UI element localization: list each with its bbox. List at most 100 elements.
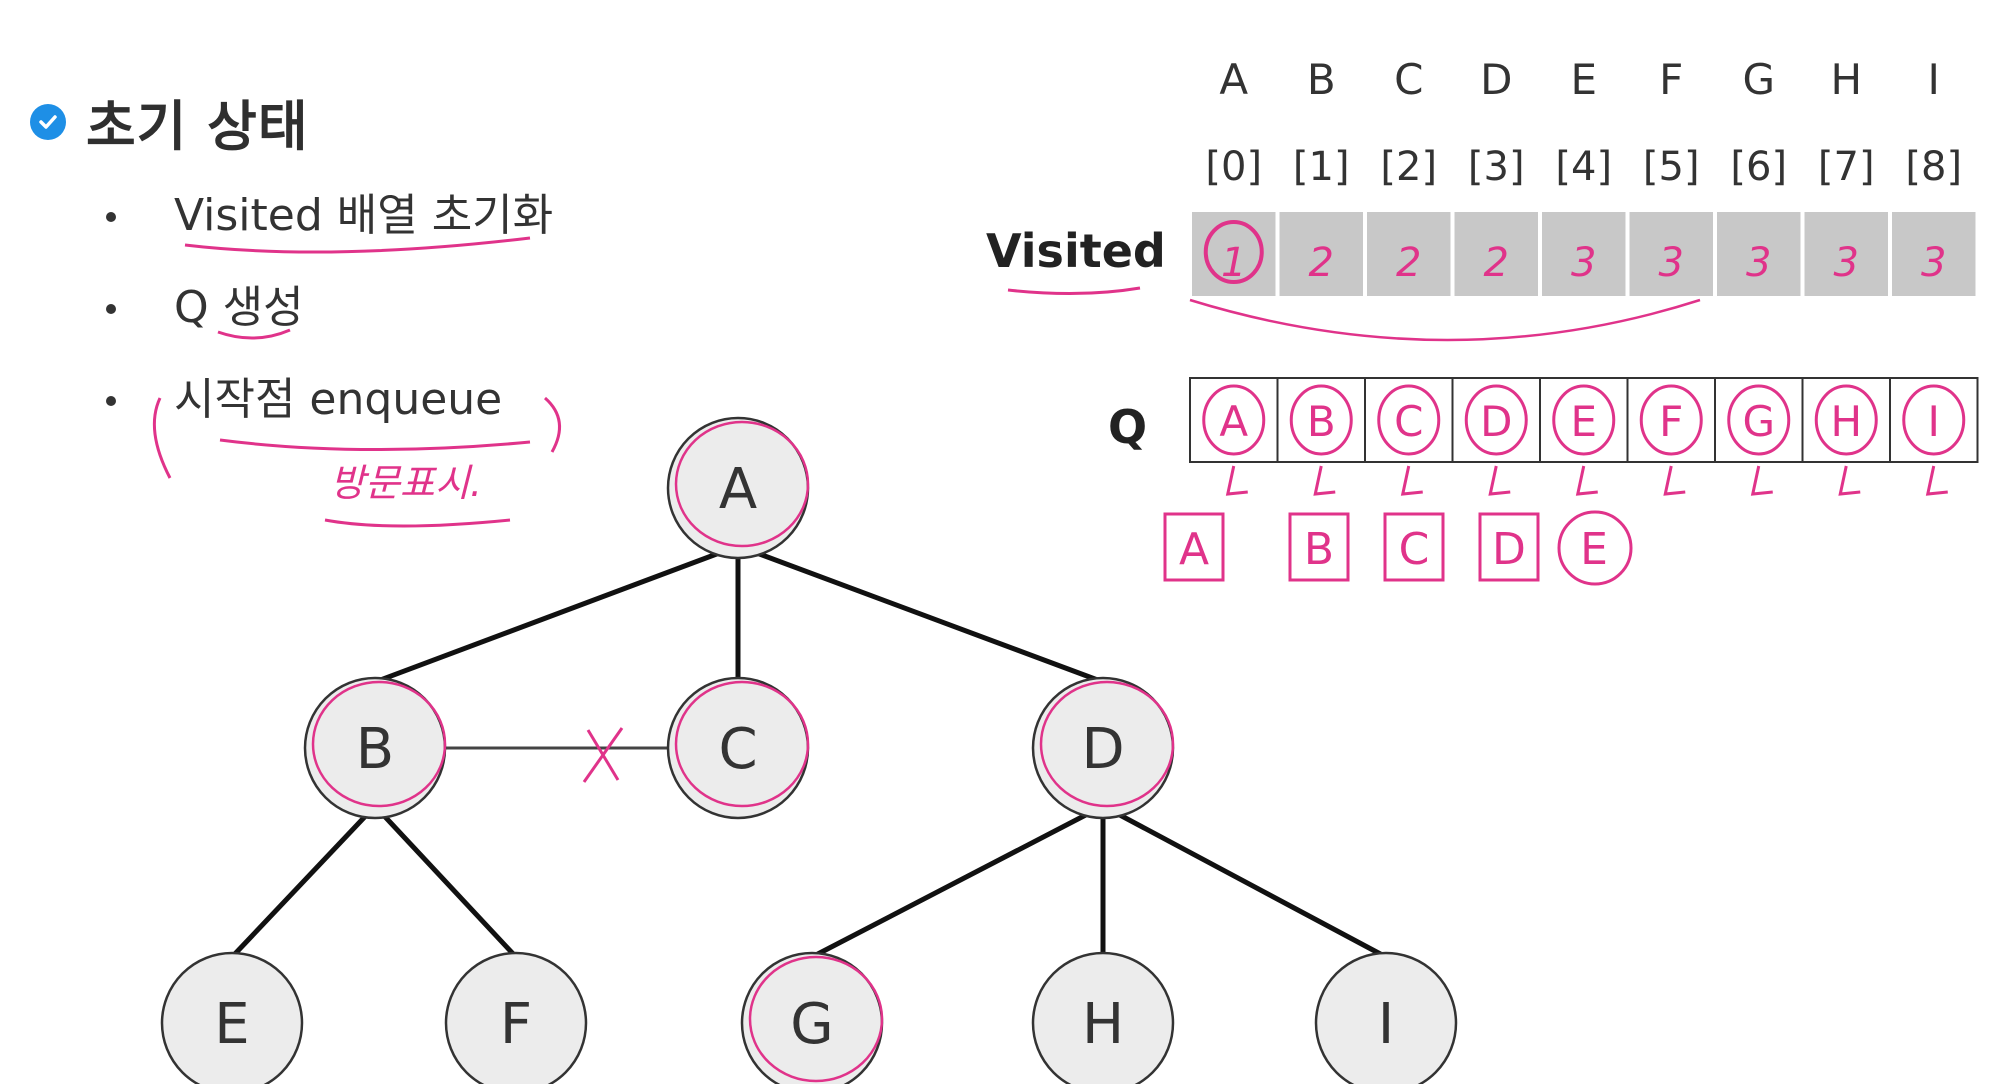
queue-cell [1801, 377, 1891, 463]
tree-edges [230, 543, 1388, 960]
tree-node-label: F [500, 992, 532, 1057]
dequeued-box [1288, 512, 1350, 582]
dequeue-arrow-icon [1838, 465, 1861, 496]
dequeued-letter: E [1580, 524, 1608, 575]
tree-node-label: I [1378, 992, 1395, 1057]
dequeued-circle-mark [1557, 510, 1633, 586]
dequeue-arrow-icon [1575, 465, 1598, 496]
bullet-item: Visited 배열 초기화 [106, 186, 553, 278]
visited-mark: 3 [1659, 240, 1684, 286]
visited-cell [1629, 212, 1713, 296]
visited-cell [1542, 212, 1626, 296]
visited-curve-mark [1189, 298, 1701, 342]
dequeue-arrow-icon [1313, 465, 1336, 496]
column-index: [7] [1818, 144, 1875, 190]
queue-cell [1189, 377, 1279, 463]
column-letter: I [1928, 55, 1940, 104]
bullet-dot [106, 304, 116, 314]
dequeued-letter: C [1399, 524, 1430, 575]
tree-edge [1101, 803, 1388, 960]
queue-cell [1889, 377, 1979, 463]
tree-node-label: G [790, 992, 833, 1057]
dequeued-box [1478, 512, 1540, 582]
tree-node-label: D [1081, 717, 1124, 782]
visited-mark: 3 [1921, 240, 1946, 286]
visited-cell [1454, 212, 1538, 296]
tree-node [1031, 951, 1175, 1084]
bullet-item: 시작점 enqueue [106, 370, 553, 462]
queue-cell [1451, 377, 1541, 463]
bullet-dot [106, 396, 116, 406]
visited-cell [1279, 212, 1363, 296]
dequeue-arrow-icon [1225, 465, 1248, 496]
column-letter: E [1570, 55, 1597, 104]
dequeue-arrow-icon [1488, 465, 1511, 496]
column-letter: A [1219, 55, 1248, 104]
tree-node [666, 416, 810, 560]
queue-mark: C [1394, 397, 1423, 446]
queue-cell [1714, 377, 1804, 463]
visited-underline [1007, 286, 1141, 296]
queue-circle-mark [1814, 384, 1878, 456]
queue-mark: I [1928, 397, 1940, 446]
queue-cell [1276, 377, 1366, 463]
column-index: [6] [1730, 144, 1787, 190]
queue-circle-mark [1377, 384, 1441, 456]
bullet-dot [106, 212, 116, 222]
tree-edge [737, 543, 1104, 685]
column-index: [3] [1468, 144, 1525, 190]
queue-mark: B [1307, 397, 1336, 446]
tree-node [666, 676, 810, 820]
visited-mark: 2 [1484, 240, 1509, 286]
column-letter: D [1480, 55, 1512, 104]
bullet-text: 시작점 enqueue [174, 374, 503, 425]
visited-cell [1367, 212, 1451, 296]
heading: 초기 상태 [30, 82, 309, 161]
tree-node [444, 951, 588, 1084]
edge-cross-mark [582, 727, 624, 783]
queue-circle-mark [1902, 384, 1966, 456]
dequeue-arrow-icon [1925, 465, 1948, 496]
dequeue-arrow-icon [1663, 465, 1686, 496]
visited-mark: 3 [1834, 240, 1859, 286]
column-letter: C [1394, 55, 1423, 104]
visited-cell [1892, 212, 1976, 296]
tree-node [303, 676, 447, 820]
dequeued-box [1163, 512, 1225, 582]
visited-mark: 1 [1221, 240, 1246, 286]
queue-circle-mark [1464, 384, 1528, 456]
heading-title: 초기 상태 [86, 95, 309, 158]
visited-cell [1717, 212, 1801, 296]
bullet-list: Visited 배열 초기화 Q 생성 시작점 enqueue [106, 186, 553, 462]
node-visit-mark [748, 955, 884, 1083]
tree-node [1314, 951, 1458, 1084]
node-visit-mark [1039, 680, 1175, 808]
column-index: [2] [1380, 144, 1437, 190]
queue-mark: E [1570, 397, 1597, 446]
visited-mark: 3 [1746, 240, 1771, 286]
queue-mark: H [1830, 397, 1862, 446]
check-circle-icon [30, 103, 66, 140]
tree-node-label: A [719, 457, 757, 522]
tree-node-label: B [356, 717, 394, 782]
tree-node-label: C [718, 717, 757, 782]
visited-label: Visited [986, 224, 1166, 278]
queue-circle-mark [1552, 384, 1616, 456]
dequeue-arrow-icon [1750, 465, 1773, 496]
queue-cell [1364, 377, 1454, 463]
handwritten-note: 방문표시. [330, 461, 482, 505]
column-letter: F [1659, 55, 1683, 104]
queue-cell [1539, 377, 1629, 463]
queue-circle-mark [1639, 384, 1703, 456]
column-letter: B [1307, 55, 1336, 104]
dequeued-letter: A [1179, 524, 1209, 575]
tree-edge [230, 804, 377, 959]
visited-mark: 3 [1571, 240, 1596, 286]
visited-cell [1192, 212, 1276, 296]
queue-mark: F [1659, 397, 1683, 446]
bullet-text: Q 생성 [174, 282, 304, 333]
queue-circle-mark [1289, 384, 1353, 456]
bullet-text: Visited 배열 초기화 [174, 190, 554, 241]
